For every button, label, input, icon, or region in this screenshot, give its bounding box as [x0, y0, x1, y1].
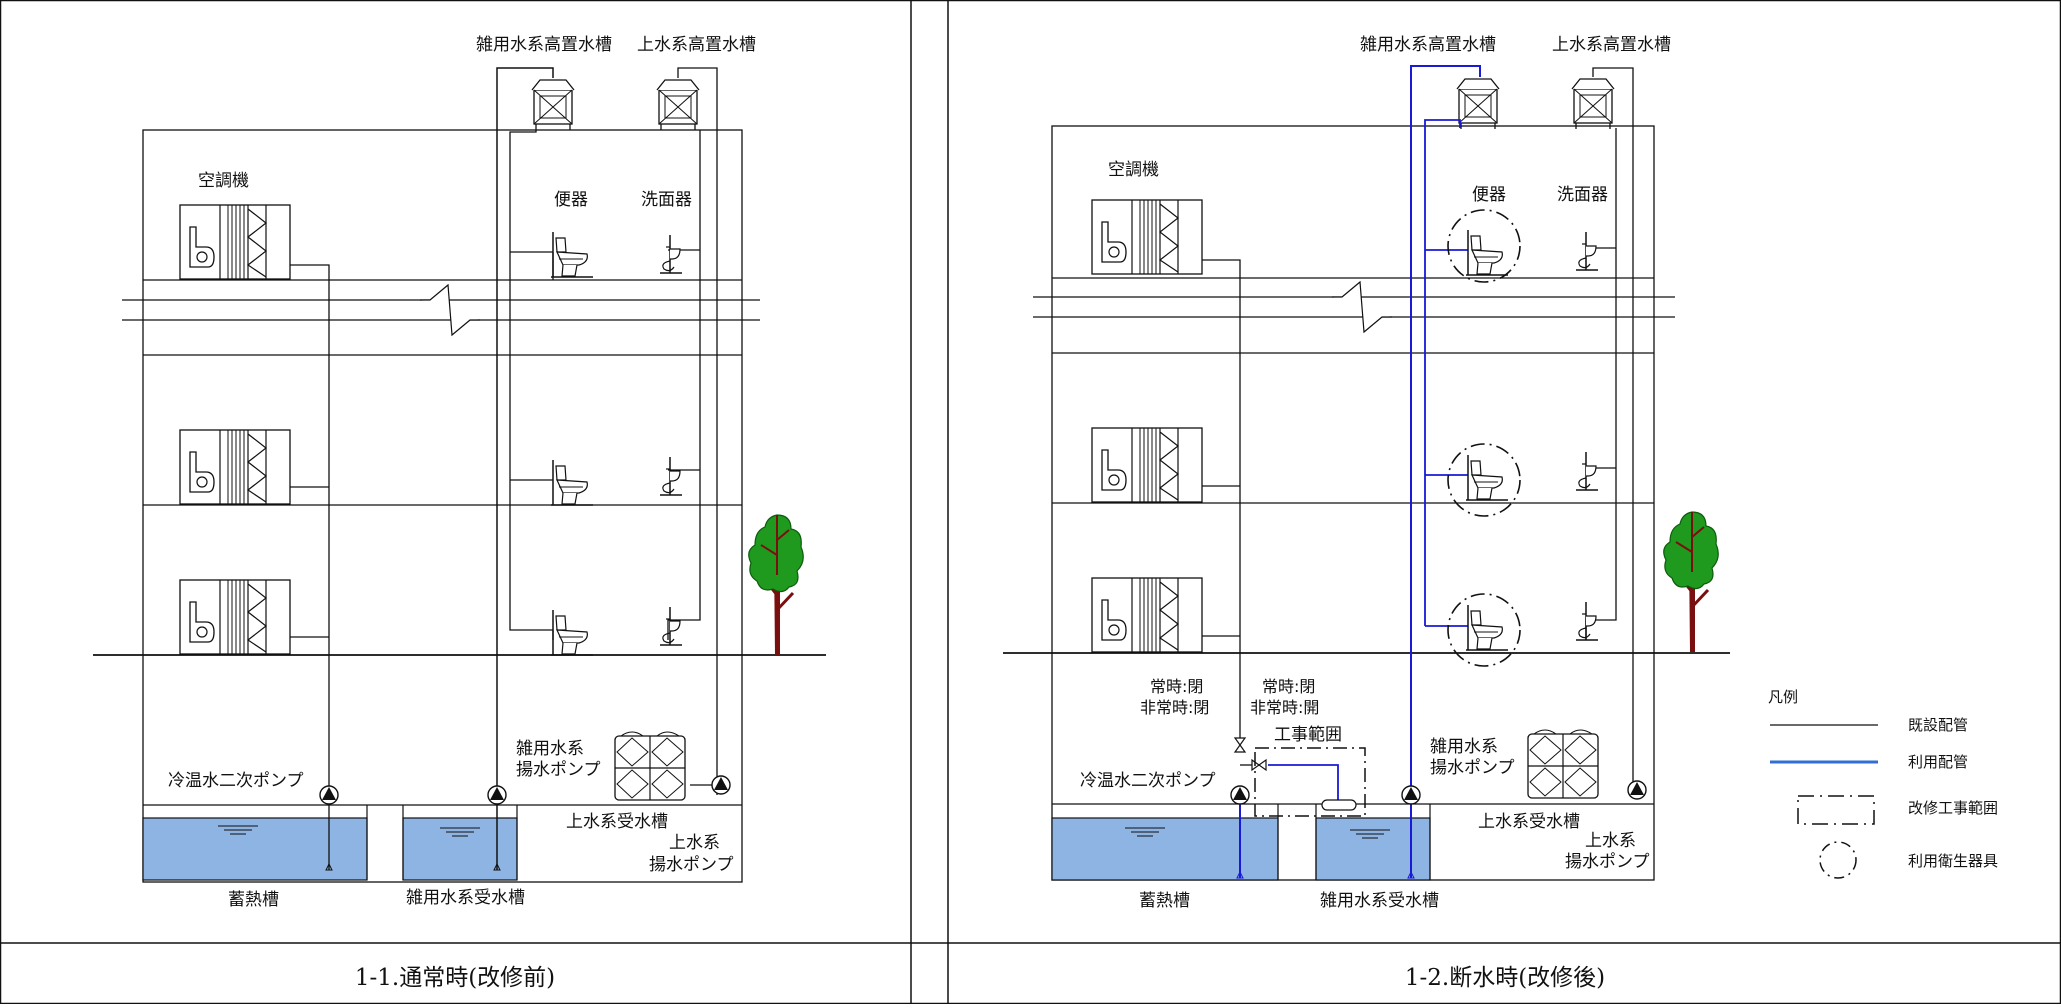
potable-receiving-tank [614, 731, 686, 801]
tree-icon [747, 513, 805, 657]
potable-elevated-tank [1571, 78, 1615, 130]
toilet-fixture [1465, 604, 1509, 651]
label-misc-receiving: 雑用水系受水槽 [406, 888, 525, 908]
label-chiller-pump: 冷温水二次ポンプ [1080, 771, 1216, 791]
strainer-icon [1321, 799, 1357, 811]
label-work-area: 工事範囲 [1274, 725, 1342, 745]
label-potable-pump-2: 揚水ポンプ [1565, 852, 1650, 872]
potable-receiving-tank [1527, 729, 1599, 799]
label-potable-receiving: 上水系受水槽 [1478, 812, 1580, 832]
left-panel: 雑用水系高置水槽 上水系高置水槽 空調機 便器 洗面器 冷温水二次ポンプ 雑用水… [93, 35, 826, 991]
legend-existing: 既設配管 [1908, 716, 1968, 734]
label-potable-tank: 上水系高置水槽 [1552, 35, 1671, 55]
tree-icon [1662, 510, 1720, 654]
potable-elevated-tank [656, 79, 700, 131]
legend-renovation-swatch [1797, 795, 1875, 825]
label-toilet: 便器 [1472, 185, 1506, 205]
label-misc-tank: 雑用水系高置水槽 [476, 35, 612, 55]
legend: 凡例 既設配管 利用配管 改修工事範囲 利用衛生器具 [1768, 688, 1998, 879]
caption-left: 1-1.通常時(改修前) [355, 965, 555, 991]
potable-pump [1627, 780, 1647, 800]
label-valve1-emergency: 非常時:閉 [1140, 698, 1209, 717]
washbasin-fixture [1575, 601, 1599, 641]
toilet-fixture [1465, 454, 1509, 501]
label-potable-pump-1: 上水系 [669, 833, 720, 853]
legend-fixture: 利用衛生器具 [1908, 852, 1998, 870]
label-aircon: 空調機 [198, 171, 249, 191]
legend-renovation: 改修工事範囲 [1908, 799, 1998, 817]
washbasin-fixture [1575, 231, 1599, 271]
toilet-fixture [550, 231, 594, 278]
aircon-unit [1091, 427, 1203, 503]
misc-receiving-tank [402, 817, 518, 881]
misc-elevated-tank [531, 79, 575, 131]
label-misc-pump-1: 雑用水系 [516, 739, 584, 759]
label-storage-tank: 蓄熱槽 [1139, 891, 1190, 911]
label-misc-tank: 雑用水系高置水槽 [1360, 35, 1496, 55]
washbasin-fixture [659, 456, 683, 496]
misc-pump [1401, 785, 1421, 805]
label-aircon: 空調機 [1108, 160, 1159, 180]
label-misc-pump-1: 雑用水系 [1430, 737, 1498, 757]
label-misc-pump-2: 揚水ポンプ [1430, 758, 1515, 778]
break-mark [420, 283, 480, 337]
chiller-pump [319, 785, 339, 805]
label-chiller-pump: 冷温水二次ポンプ [168, 771, 304, 791]
toilet-fixture [1465, 229, 1509, 276]
misc-receiving-tank [1315, 817, 1431, 881]
aircon-unit [179, 204, 291, 280]
legend-used: 利用配管 [1908, 753, 1968, 771]
building-outline [142, 129, 743, 883]
aircon-unit [179, 579, 291, 655]
washbasin-fixture [659, 606, 683, 646]
label-storage-tank: 蓄熱槽 [228, 890, 279, 910]
valve-horizontal [1251, 758, 1267, 772]
storage-tank [142, 817, 368, 881]
label-misc-pump-2: 揚水ポンプ [516, 760, 601, 780]
legend-title: 凡例 [1768, 688, 1798, 706]
label-potable-receiving: 上水系受水槽 [566, 812, 668, 832]
misc-elevated-tank [1456, 78, 1500, 130]
caption-right: 1-2.断水時(改修後) [1405, 965, 1605, 991]
aircon-unit [1091, 577, 1203, 653]
legend-fixture-swatch [1819, 841, 1857, 879]
chiller-pump [1230, 785, 1250, 805]
work-area-box [1254, 747, 1366, 817]
label-toilet: 便器 [554, 190, 588, 210]
potable-pump [711, 775, 731, 795]
right-panel: 雑用水系高置水槽 上水系高置水槽 空調機 便器 洗面器 常時:閉 非常時:閉 常… [1003, 35, 1730, 991]
label-washbasin: 洗面器 [1557, 185, 1608, 205]
label-potable-tank: 上水系高置水槽 [637, 35, 756, 55]
label-valve1-normal: 常時:閉 [1150, 677, 1203, 696]
toilet-fixture [550, 459, 594, 506]
label-misc-receiving: 雑用水系受水槽 [1320, 891, 1439, 911]
misc-pump [487, 785, 507, 805]
label-valve2-normal: 常時:閉 [1262, 677, 1315, 696]
label-potable-pump-2: 揚水ポンプ [649, 855, 734, 875]
washbasin-fixture [659, 234, 683, 274]
storage-tank [1051, 817, 1279, 881]
aircon-unit [179, 429, 291, 505]
washbasin-fixture [1575, 451, 1599, 491]
break-mark [1332, 280, 1392, 334]
label-valve2-emergency: 非常時:開 [1250, 698, 1319, 717]
label-potable-pump-1: 上水系 [1585, 831, 1636, 851]
used-pipe-riser [1410, 65, 1481, 878]
toilet-fixture [550, 609, 594, 656]
label-washbasin: 洗面器 [641, 190, 692, 210]
aircon-unit [1091, 199, 1203, 275]
valve-vertical [1233, 737, 1247, 753]
